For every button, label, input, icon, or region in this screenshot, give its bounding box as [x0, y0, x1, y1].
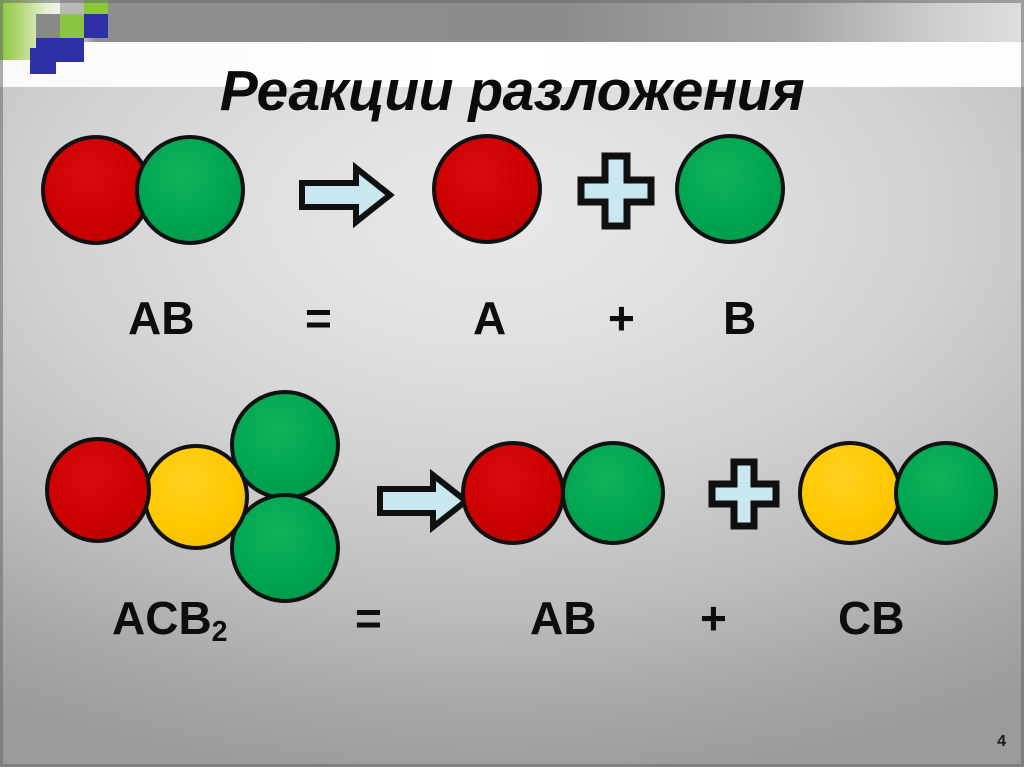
plus-operator-icon [708, 458, 780, 530]
header-white-band [0, 42, 1024, 87]
atom-a-red [432, 134, 542, 244]
checker-square-blue-1 [84, 14, 108, 38]
atom-b-green [894, 441, 998, 545]
equation2-reactant-subscript: 2 [211, 616, 228, 649]
atom-c-yellow [798, 441, 902, 545]
equation1-plus: + [608, 292, 635, 344]
reaction-arrow-icon [377, 468, 471, 534]
header-gray-band [0, 0, 1024, 42]
equation2-plus: + [700, 592, 727, 644]
equation2-product-1: AB [530, 592, 597, 644]
equation1-product-1: A [473, 292, 507, 344]
equation1-reactant: AB [128, 292, 195, 344]
equation2-reactant-formula: ACB [112, 592, 212, 644]
atom-b-green [230, 493, 340, 603]
reaction-arrow-icon [299, 161, 395, 229]
equation2-equals: = [355, 592, 382, 644]
corner-checker-pattern [0, 0, 160, 80]
checker-square-gray-1 [36, 14, 60, 38]
page-number: 4 [997, 733, 1006, 750]
atom-c-yellow [143, 444, 249, 550]
equation1-product-2: B [723, 292, 757, 344]
atom-b-green [561, 441, 665, 545]
page-title: Реакции разложения [219, 59, 805, 123]
equation2-product-2: CB [838, 592, 905, 644]
checker-square-blue-4 [30, 48, 56, 74]
atom-a-red [45, 437, 151, 543]
atom-b-green [135, 135, 245, 245]
atom-a-red [41, 135, 151, 245]
plus-operator-icon [577, 152, 655, 230]
atom-b-green [230, 390, 340, 500]
checker-square-green-4 [60, 38, 84, 62]
checker-square-green-5 [60, 14, 84, 38]
atom-a-red [461, 441, 565, 545]
equation2-reactant: ACB2 [112, 592, 228, 647]
atom-b-green [675, 134, 785, 244]
equation1-equals: = [305, 292, 332, 344]
